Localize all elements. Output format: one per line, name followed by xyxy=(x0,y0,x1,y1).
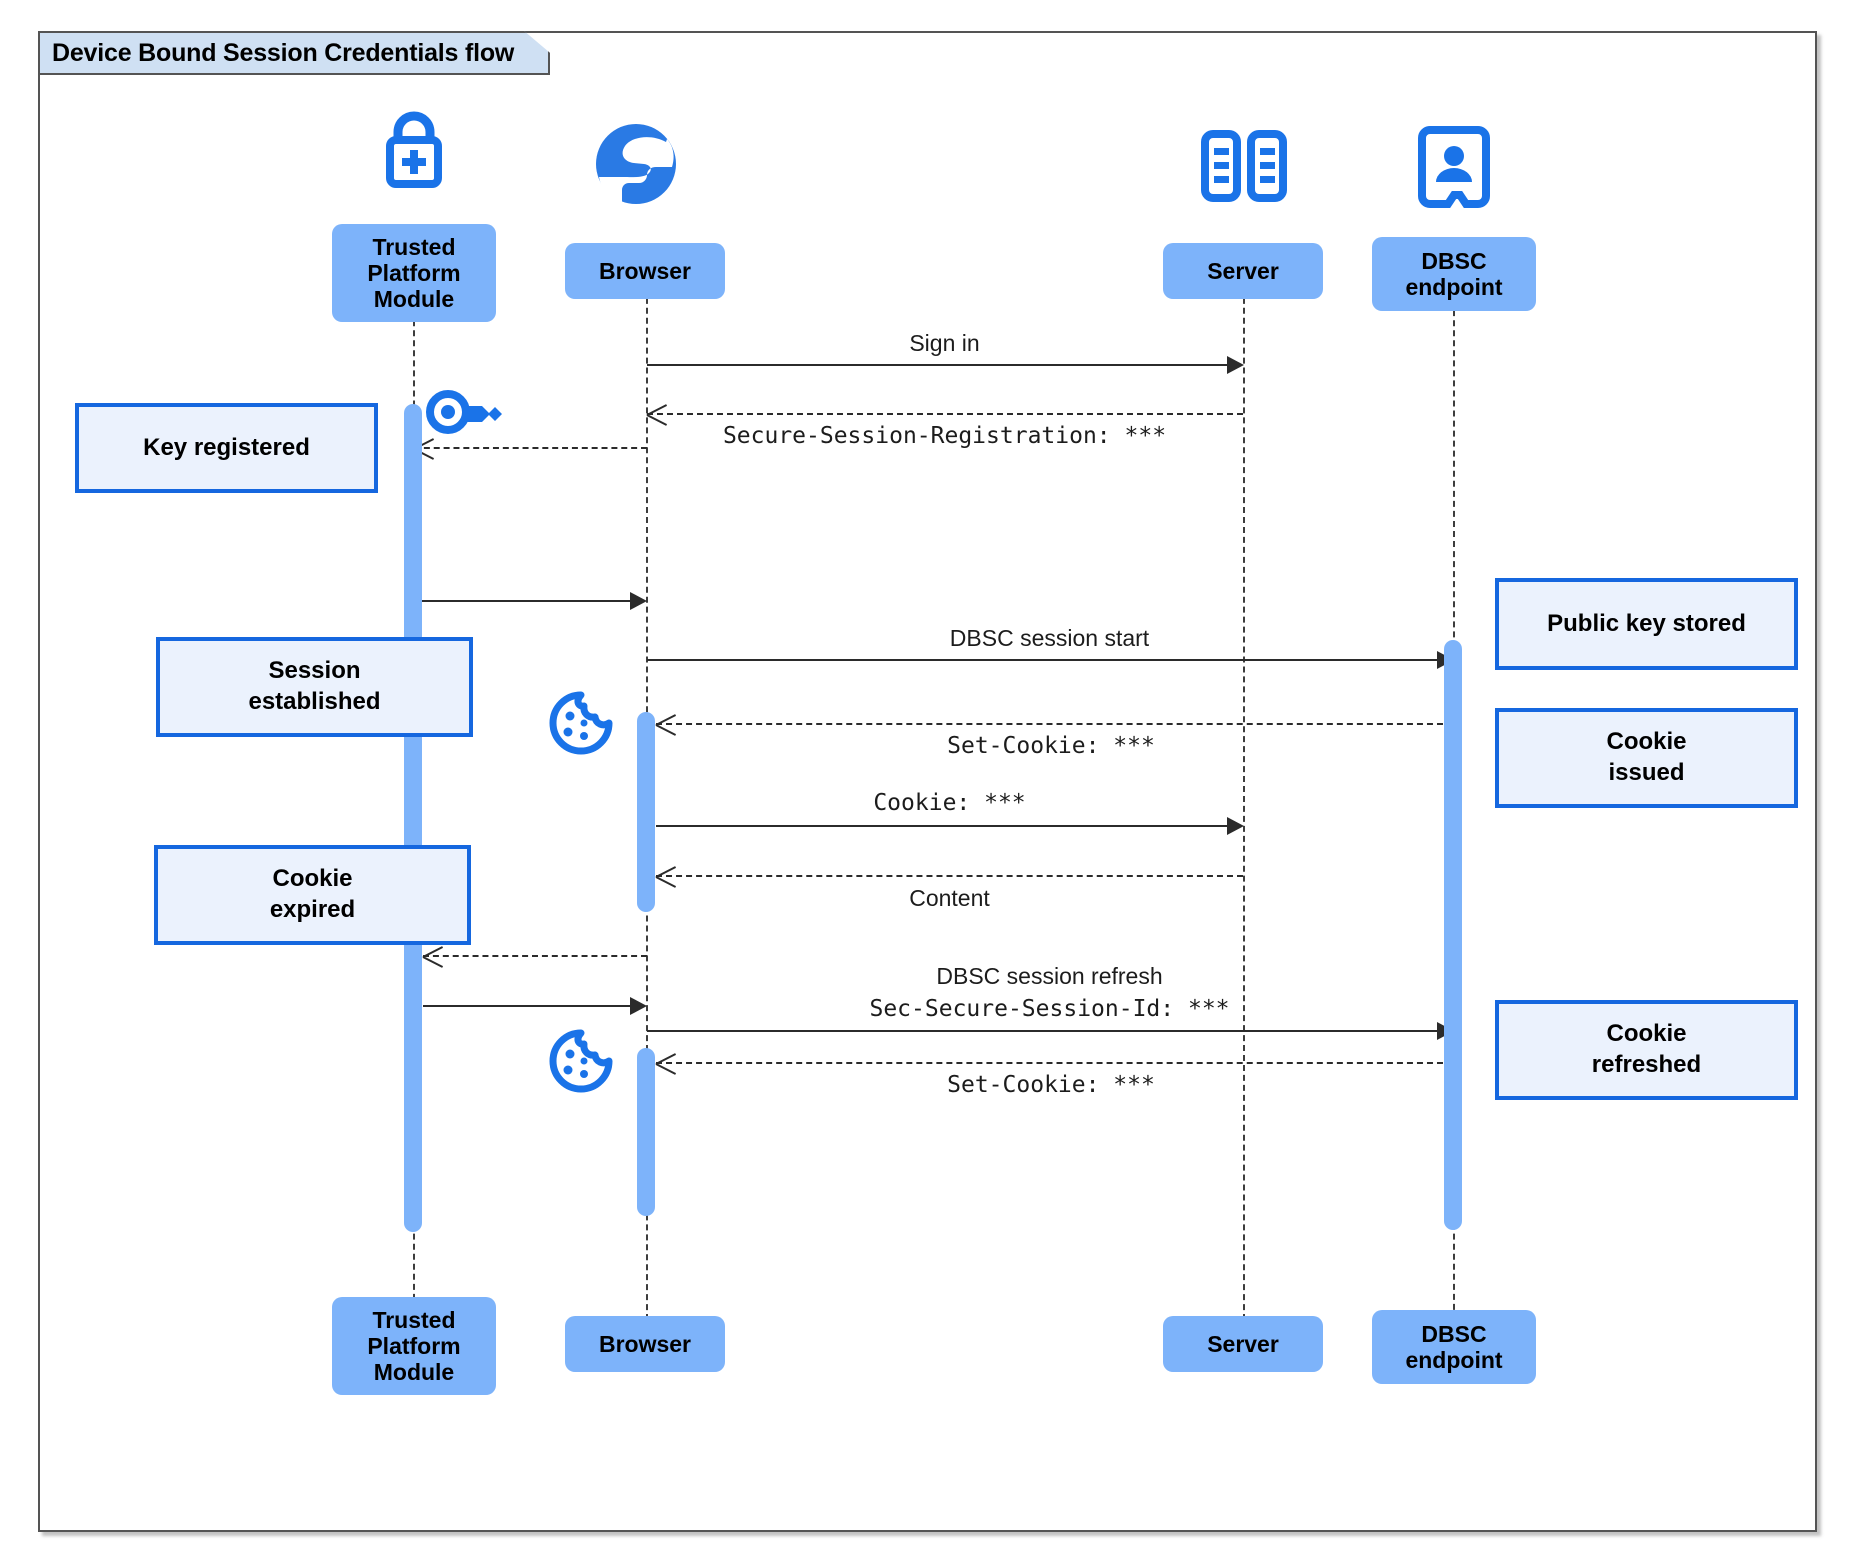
note-public-key-stored: Public key stored xyxy=(1495,578,1798,670)
participant-server-top[interactable]: Server xyxy=(1163,243,1323,299)
activation-browser-1 xyxy=(637,712,655,912)
activation-dbsc xyxy=(1444,640,1462,1230)
message-label-dbsc-session-start: DBSC session start xyxy=(949,625,1150,651)
note-text: Public key stored xyxy=(1547,609,1746,637)
participant-label: Server xyxy=(1207,1330,1279,1357)
participant-browser-bottom[interactable]: Browser xyxy=(565,1316,725,1372)
arrow-head-secure-session-registration xyxy=(647,403,667,425)
id-badge-icon xyxy=(1418,126,1490,208)
arrow-head-content xyxy=(656,865,676,887)
arrow-head-set-cookie-1 xyxy=(656,713,676,735)
page-title: Device Bound Session Credentials flow xyxy=(52,38,515,67)
message-line-sign-in xyxy=(647,364,1227,366)
diagram-title-tab: Device Bound Session Credentials flow xyxy=(38,31,550,75)
arrow-head-set-cookie-2 xyxy=(656,1052,676,1074)
lock-plus-icon xyxy=(368,108,460,188)
activation-browser-2 xyxy=(637,1048,655,1216)
message-line-dbsc-session-refresh xyxy=(647,1030,1437,1032)
message-line-tpm-to-browser-1 xyxy=(414,600,630,602)
message-line-set-cookie-2 xyxy=(656,1062,1453,1064)
arrow-head-cookie xyxy=(1227,817,1244,835)
globe-icon xyxy=(592,120,680,208)
message-label-sec-secure-session-id: Sec-Secure-Session-Id: *** xyxy=(869,996,1230,1022)
note-text: Key registered xyxy=(143,433,310,461)
note-key-registered: Key registered xyxy=(75,403,378,493)
message-label-sign-in: Sign in xyxy=(909,330,980,356)
message-line-content xyxy=(656,875,1243,877)
arrow-head-sign-in xyxy=(1227,356,1244,374)
message-line-cookie xyxy=(656,825,1227,827)
arrow-head-tpm-to-browser-2 xyxy=(630,997,647,1015)
message-line-browser-to-tpm-2 xyxy=(423,955,647,957)
arrow-head-browser-to-tpm-2 xyxy=(423,945,443,967)
message-line-dbsc-session-start xyxy=(647,659,1437,661)
participant-label: Browser xyxy=(598,257,692,284)
server-rack-icon xyxy=(1199,130,1289,202)
message-line-tpm-to-browser-2 xyxy=(423,1005,630,1007)
participant-server-bottom[interactable]: Server xyxy=(1163,1316,1323,1372)
arrow-head-tpm-to-browser-1 xyxy=(630,592,647,610)
message-label-content: Content xyxy=(909,885,990,911)
message-label-secure-session-registration: Secure-Session-Registration: *** xyxy=(722,423,1167,449)
lifeline-server xyxy=(1243,248,1245,1330)
participant-label: Browser xyxy=(598,1330,692,1357)
message-line-set-cookie-1 xyxy=(656,723,1453,725)
message-line-secure-session-registration xyxy=(647,413,1243,415)
message-label-set-cookie-2: Set-Cookie: *** xyxy=(947,1072,1155,1098)
activation-tpm xyxy=(404,404,422,1232)
message-line-browser-to-tpm-1 xyxy=(414,447,647,449)
message-label-cookie: Cookie: *** xyxy=(873,790,1026,816)
key-icon xyxy=(424,382,502,442)
participant-browser-top[interactable]: Browser xyxy=(565,243,725,299)
message-label-set-cookie-1: Set-Cookie: *** xyxy=(947,733,1155,759)
cookie-icon xyxy=(548,1028,614,1094)
participant-label: Server xyxy=(1207,257,1279,284)
message-label-dbsc-session-refresh: DBSC session refresh xyxy=(936,963,1163,989)
cookie-icon xyxy=(548,690,614,756)
